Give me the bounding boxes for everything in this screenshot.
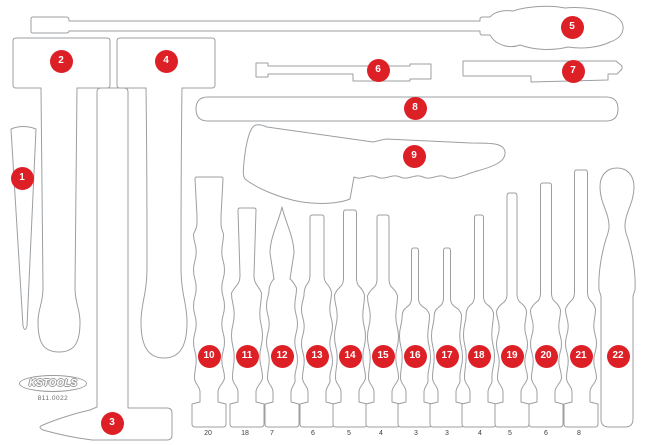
- tool-outline-punch-20: [528, 182, 564, 428]
- tool-outline-flat-wrench-7: [462, 60, 623, 83]
- tool-outline-flat-wrench-6: [255, 62, 432, 82]
- tool-outline-mallet-4: [116, 37, 216, 359]
- ks-tools-logo: KSTOOLS 811.0022: [13, 375, 93, 402]
- tool-outline-punch-10: [191, 176, 227, 428]
- tool-outline-wedge-1: [10, 126, 37, 330]
- tool-outline-punch-17: [429, 247, 465, 428]
- tool-outline-punch-19: [494, 192, 530, 428]
- logo-oval: KSTOOLS: [19, 375, 87, 392]
- tool-outline-handle-22: [598, 167, 636, 428]
- tool-outline-punch-13: [299, 214, 335, 428]
- tool-outline-punch-16: [397, 247, 433, 428]
- tool-outline-screwdriver-5: [30, 5, 624, 50]
- tool-outline-punch-12: [264, 206, 300, 428]
- tool-outline-punch-18: [461, 214, 497, 428]
- tool-outline-bar-8: [195, 96, 619, 122]
- tool-outline-cleaver-9: [242, 124, 506, 204]
- tool-outline-punch-21: [563, 169, 599, 428]
- logo-text: KSTOOLS: [28, 378, 78, 389]
- part-number: 811.0022: [37, 395, 69, 402]
- tool-outline-punch-11: [229, 207, 265, 428]
- tool-outline-punch-14: [332, 209, 368, 428]
- tool-outline-punch-15: [365, 214, 401, 428]
